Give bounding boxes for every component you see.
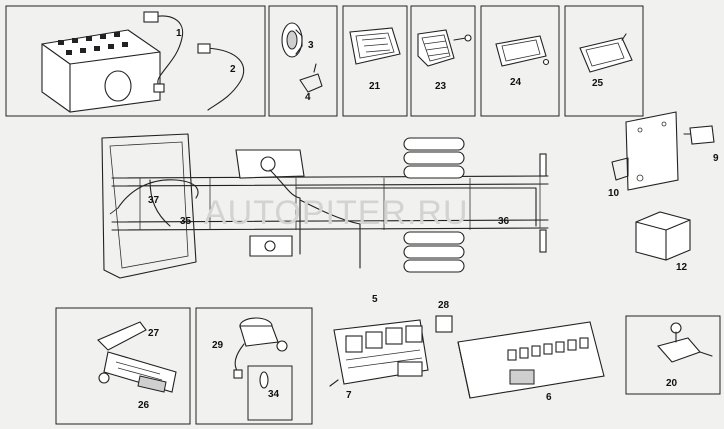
part-label-37: 37: [148, 195, 160, 206]
part-label-9: 9: [713, 153, 719, 164]
relay-housing-panel: [55, 307, 191, 425]
part-label-10: 10: [608, 188, 620, 199]
fuse-panel-6: [457, 321, 605, 399]
chassis-wiring: [101, 133, 549, 279]
part-label-27: 27: [148, 328, 160, 339]
part-label-3: 3: [308, 40, 314, 51]
lamp-24-panel: [480, 5, 560, 117]
sensor-panel: [625, 315, 721, 395]
part-label-34: 34: [268, 389, 280, 400]
part-label-12: 12: [676, 262, 688, 273]
part-label-6: 6: [546, 392, 552, 403]
part-label-4: 4: [305, 92, 311, 103]
box-12: [635, 211, 691, 261]
lamp-21-panel: [342, 5, 408, 117]
battery-panel: [5, 5, 266, 117]
relay-block: [329, 315, 453, 387]
watermark: AUTOPITER.RU: [204, 194, 469, 232]
part-label-35: 35: [180, 216, 192, 227]
part-label-26: 26: [138, 400, 150, 411]
bracket-panel: [611, 111, 715, 191]
part-label-28: 28: [438, 300, 450, 311]
part-label-1: 1: [176, 28, 182, 39]
lamp-23-panel: [410, 5, 476, 117]
horn-panel: [268, 5, 338, 117]
part-label-24: 24: [510, 77, 522, 88]
lamp-25-panel: [564, 5, 644, 117]
part-label-29: 29: [212, 340, 224, 351]
part-label-25: 25: [592, 78, 604, 89]
part-label-21: 21: [369, 81, 381, 92]
part-label-23: 23: [435, 81, 447, 92]
switch-panel: [195, 307, 313, 425]
part-labels: 1 2 3 4 21 23 24 25 9 10 12 35 36 37 27 …: [138, 28, 719, 411]
part-label-5: 5: [372, 294, 378, 305]
part-label-20: 20: [666, 378, 678, 389]
part-label-7: 7: [346, 390, 352, 401]
part-label-36: 36: [498, 216, 510, 227]
part-label-2: 2: [230, 64, 236, 75]
